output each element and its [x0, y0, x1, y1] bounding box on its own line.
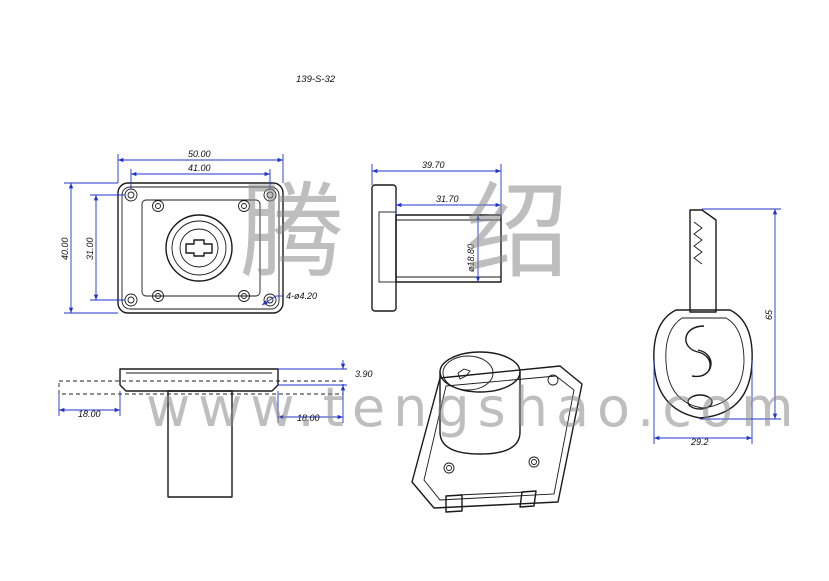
bottom-view: 3.90 18.00 18.00 [58, 360, 373, 498]
isometric-view [411, 351, 583, 513]
dim-flange-thickness: 3.90 [355, 369, 373, 379]
dim-inner-width: 41.00 [188, 163, 211, 173]
model-code: 139-S-32 [296, 74, 336, 85]
key-view: 65 29.2 [653, 208, 781, 447]
cylinder-face [165, 214, 233, 282]
front-plate-inner-edge [121, 186, 280, 310]
dim-cylinder-diameter: ø18.80 [466, 244, 476, 272]
side-cylinder [395, 214, 502, 283]
dim-left-offset: 18.00 [78, 409, 101, 419]
iso-keyway-icon [457, 368, 471, 380]
mounting-holes [124, 188, 277, 307]
dim-key-head-width: 29.2 [690, 437, 709, 447]
side-view: 39.70 31.70 ø18.80 [371, 160, 502, 312]
front-plate-outline [117, 182, 284, 314]
key-bitting [693, 221, 703, 265]
dim-key-length: 65 [764, 309, 774, 320]
dim-cylinder-length: 31.70 [436, 194, 459, 204]
dim-overall-length: 39.70 [422, 160, 445, 170]
watermark-brand: 腾 绍 [240, 171, 613, 293]
dim-hole-callout: 4-ø4.20 [286, 291, 317, 301]
iso-cylinder [439, 372, 521, 455]
keyway-icon [185, 239, 213, 257]
key-head [653, 309, 753, 419]
key-blade [689, 209, 717, 313]
front-plate-recess [141, 199, 261, 297]
iso-plate [411, 365, 583, 509]
front-view: 50.00 41.00 40.00 31.00 4-ø4.20 [60, 149, 317, 314]
dim-overall-width: 50.00 [188, 149, 211, 159]
dim-overall-height: 40.00 [60, 237, 70, 260]
key-logo-icon [685, 325, 712, 378]
dim-right-offset: 18.00 [297, 413, 320, 423]
bottom-cylinder [167, 390, 233, 498]
watermark-url: www.tengshao.com [146, 376, 802, 439]
dim-inner-height: 31.00 [85, 237, 95, 260]
